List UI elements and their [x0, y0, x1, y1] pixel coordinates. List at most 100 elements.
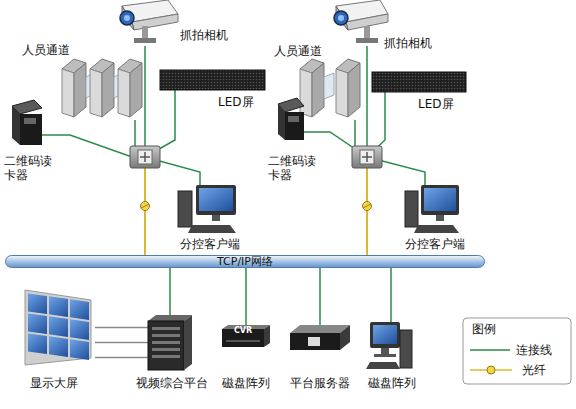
video-wall-icon-part-part: [49, 316, 68, 337]
client-pc-icon: [405, 185, 459, 233]
video-wall-icon-part: [28, 293, 89, 360]
device-label: 人员通道: [274, 44, 322, 58]
camera-icon-part: [142, 26, 148, 38]
led-panel: [160, 70, 265, 90]
legend-title: 图例: [472, 322, 496, 336]
device-label: 人员通道: [22, 43, 70, 57]
client-pc-icon-part: [421, 185, 459, 215]
qr-reader: 二维码读 卡器: [278, 98, 304, 140]
turnstile-icon-part: [62, 69, 74, 117]
disk-array: CVR磁盘阵列: [222, 325, 270, 347]
turnstile-icon-part: [336, 69, 348, 117]
connection-line: [135, 120, 145, 255]
turnstile-icon-part: [130, 63, 142, 117]
personnel-gate: 人员通道: [62, 55, 142, 120]
platform-cabinet-icon-part: [152, 348, 180, 351]
device-label: 平台服务器: [290, 376, 350, 390]
camera-icon-part: [338, 15, 344, 21]
platform-cabinet-icon-part: [184, 315, 192, 370]
server-icon-part: [340, 325, 350, 350]
client-pc-icon: [178, 185, 236, 233]
device-label: 磁盘阵列: [368, 376, 416, 390]
turnstile-icon-part: [324, 73, 334, 99]
fiber-symbol-part: [363, 204, 371, 208]
camera-icon-part: [124, 15, 130, 21]
disk-array-pc-icon-part: [374, 354, 396, 357]
legend-box-part: [487, 366, 495, 374]
video-wall-icon-part-part: [70, 299, 89, 320]
disk-array-pc-icon-part: [373, 325, 397, 344]
platform-cabinet-icon-part: [152, 334, 180, 337]
video-wall-icon: [25, 290, 91, 365]
connection-line: [145, 90, 175, 255]
camera-icon-part: [334, 11, 348, 25]
network-switch-part: [362, 152, 372, 162]
platform-cabinet-icon-part: [148, 321, 184, 370]
client-pc-icon-part: [212, 215, 220, 221]
led-screen: LED屏: [372, 72, 466, 92]
reader-icon: [278, 98, 304, 140]
turnstile-icon-part: [102, 63, 114, 117]
camera-icon: [120, 0, 178, 43]
platform-cabinet-icon-part: [152, 355, 180, 358]
platform-server: 平台服务器: [290, 325, 350, 350]
network-switch-part: [360, 150, 374, 164]
connector-segment: [95, 357, 148, 359]
reader-icon-part: [20, 114, 42, 145]
turnstile-icon-part: [90, 69, 102, 117]
client-pc-icon-part: [196, 185, 236, 215]
disk-array-pc-icon-part: [381, 348, 389, 354]
connector-segment: [95, 327, 148, 329]
turnstile-icon: [300, 59, 360, 117]
camera-icon-part: [364, 26, 370, 38]
capture-camera: 抓拍相机: [332, 0, 390, 46]
connection-line: [246, 268, 247, 325]
connection-line: [391, 268, 392, 322]
reader-icon-part: [12, 106, 20, 145]
connection-line: [355, 120, 367, 255]
device-label: 分控客户端: [405, 237, 465, 251]
network-switch: [130, 146, 160, 168]
device-label: 视频综合平台: [136, 376, 208, 390]
fiber-symbol: [141, 202, 372, 211]
platform-cabinet-icon: [148, 315, 192, 370]
qr-reader: 二维码读 卡器: [12, 100, 42, 145]
turnstile-icon-part: [312, 63, 324, 117]
client-pc-icon-part: [188, 225, 236, 233]
camera-icon-part: [132, 14, 178, 30]
video-platform: 视频综合平台: [148, 315, 192, 370]
legend-text: 连接线: [516, 343, 552, 357]
disk-array-icon-part: [226, 340, 260, 342]
network-switch-part: [140, 152, 150, 162]
connection-line: [367, 92, 385, 255]
video-wall-icon-part-part: [28, 333, 47, 354]
video-wall-icon-part-part: [70, 319, 89, 340]
client-pc-icon-part: [178, 191, 192, 227]
legend-box: [463, 318, 571, 384]
camera-icon-part: [134, 38, 156, 43]
display-wall: 显示大屏: [25, 290, 95, 365]
fiber-symbol-part: [363, 202, 372, 211]
network-switch: [352, 146, 382, 168]
led-panel: [372, 72, 466, 92]
network-switch-part: [130, 146, 160, 168]
device-label: 显示大屏: [30, 376, 78, 390]
turnstile-icon-part: [74, 63, 86, 117]
disk-array-pc-icon-part: [400, 330, 412, 368]
platform-cabinet-icon-part: [152, 341, 180, 344]
network-band: TCP/IP网络: [5, 255, 485, 268]
platform-cabinet-icon-part: [152, 327, 180, 330]
device-label: 抓拍相机: [180, 28, 228, 42]
camera-icon-part: [356, 38, 378, 43]
device-label: 分控客户端: [180, 237, 240, 251]
connector-segment: [144, 46, 146, 157]
disk-array-pc-icon: [366, 322, 412, 369]
device-badge: CVR: [222, 326, 264, 335]
client-pc-icon-part: [199, 188, 233, 211]
reader-icon: [12, 100, 42, 145]
connector-segment: [319, 268, 321, 325]
client-pc-icon-part: [405, 191, 418, 227]
legend-box-part: [463, 318, 571, 384]
reader-icon-part: [285, 112, 304, 140]
disk-array-pc-icon-part: [366, 362, 400, 369]
